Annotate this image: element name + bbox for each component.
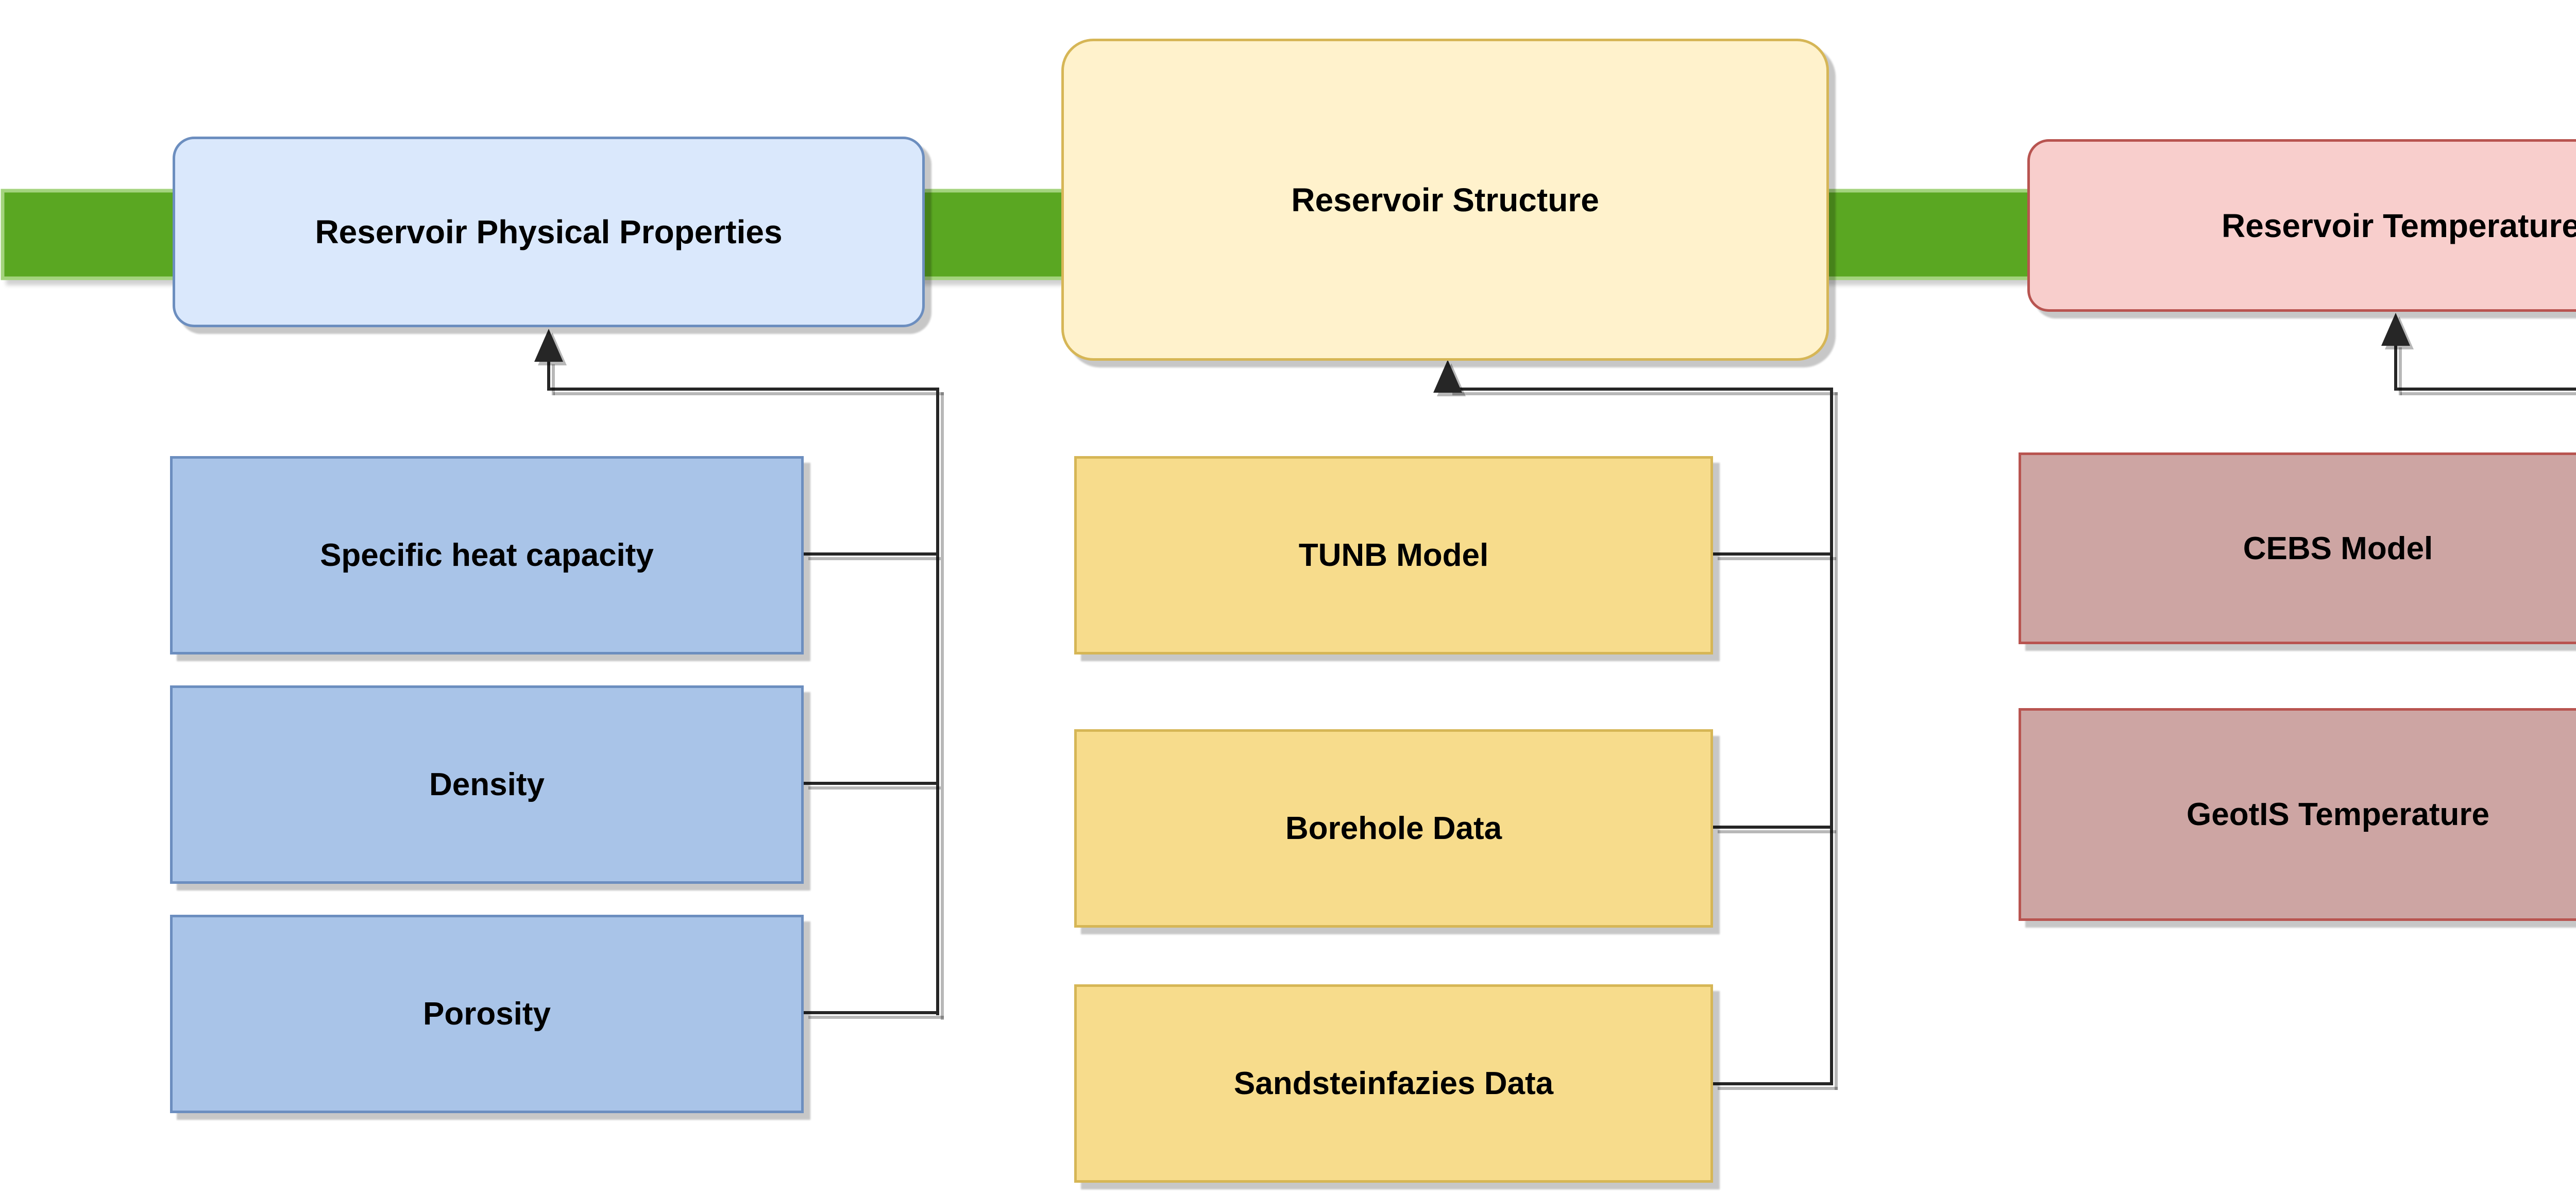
node-label: Sandsteinfazies Data [1233, 1066, 1554, 1101]
connector-line [547, 360, 550, 391]
connector-line [1713, 826, 1832, 829]
connector-line [804, 782, 936, 785]
connector-arrowhead-icon [2381, 313, 2410, 346]
connector-arrowhead-icon [534, 329, 563, 362]
connector-line [549, 388, 939, 391]
connector-line [1830, 388, 1833, 1085]
node-cebs-model: CEBS Model [2019, 452, 2576, 644]
connector-line [2396, 388, 2576, 391]
node-label: Reservoir Temperature [2222, 207, 2576, 244]
connector-line [804, 1011, 939, 1014]
connector-arrowhead-icon [1433, 360, 1462, 393]
node-density: Density [170, 685, 804, 884]
node-porosity: Porosity [170, 915, 804, 1113]
node-label: Borehole Data [1285, 811, 1502, 846]
node-reservoir-temperature: Reservoir Temperature [2027, 139, 2576, 312]
node-label: Density [429, 767, 545, 802]
node-label: TUNB Model [1298, 538, 1489, 573]
connector-line [1713, 552, 1832, 556]
node-label: GeotIS Temperature [2186, 797, 2489, 832]
node-tunb-model: TUNB Model [1074, 456, 1713, 654]
connector-line [804, 552, 936, 556]
node-geotis-temperature: GeotIS Temperature [2019, 708, 2576, 921]
node-sandsteinfazies-data: Sandsteinfazies Data [1074, 984, 1713, 1183]
node-label: Porosity [422, 996, 551, 1032]
connector-line [2394, 343, 2397, 391]
node-reservoir-structure: Reservoir Structure [1061, 39, 1829, 361]
node-label: Specific heat capacity [320, 538, 654, 573]
node-specific-heat-capacity: Specific heat capacity [170, 456, 804, 654]
connector-line [1448, 388, 1833, 391]
connector-line [1713, 1082, 1833, 1085]
node-label: Reservoir Physical Properties [315, 213, 783, 250]
node-label: CEBS Model [2243, 530, 2433, 566]
node-reservoir-physical-properties: Reservoir Physical Properties [173, 137, 925, 327]
node-borehole-data: Borehole Data [1074, 729, 1713, 928]
node-label: Reservoir Structure [1291, 181, 1599, 219]
connector-line [936, 388, 939, 1015]
